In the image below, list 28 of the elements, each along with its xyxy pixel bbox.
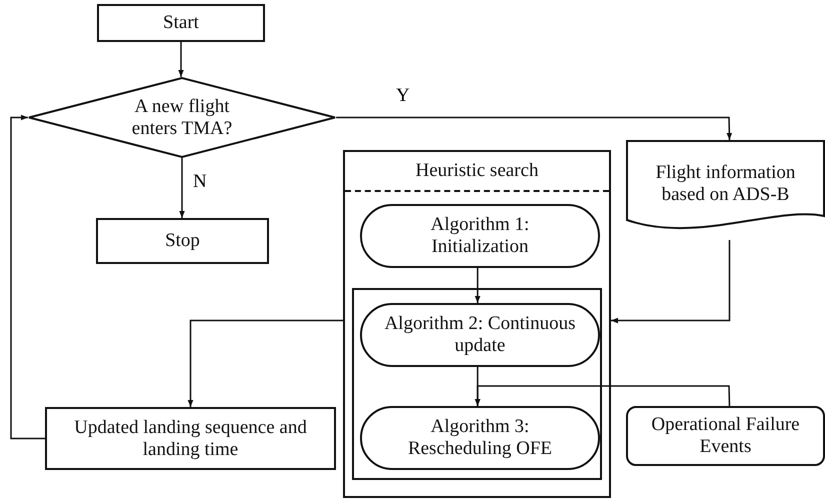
node-label: Algorithm 1: Initialization <box>430 214 530 258</box>
node-label: Operational Failure Events <box>650 414 800 458</box>
process-box <box>626 406 825 466</box>
decision-diamond <box>28 77 336 158</box>
arrow <box>178 42 184 77</box>
node-label: Algorithm 3: Rescheduling OFE <box>406 416 554 460</box>
arrow <box>179 158 185 218</box>
node-label: Flight information based on ADS-B <box>654 162 796 206</box>
node-label: Algorithm 2: Continuous update <box>383 313 577 357</box>
node-label: Stop <box>165 230 200 252</box>
arrow <box>10 114 45 440</box>
group-box <box>352 288 602 480</box>
node-label: Updated landing sequence and landing time <box>73 416 308 460</box>
node-label: Start <box>163 12 199 34</box>
arrow <box>611 240 730 324</box>
arrow <box>474 385 730 406</box>
process-pill <box>360 303 600 367</box>
stop-box <box>96 218 269 264</box>
start-box <box>97 4 265 42</box>
process-box <box>45 407 336 470</box>
node-label: A new flight enters TMA? <box>130 96 234 140</box>
process-pill <box>360 204 600 268</box>
arrow <box>188 320 343 407</box>
heuristic-search-panel <box>343 150 611 498</box>
arrow <box>336 116 732 140</box>
arrow <box>474 268 480 303</box>
panel-heading: Heuristic search <box>416 160 538 182</box>
process-pill <box>360 406 600 470</box>
